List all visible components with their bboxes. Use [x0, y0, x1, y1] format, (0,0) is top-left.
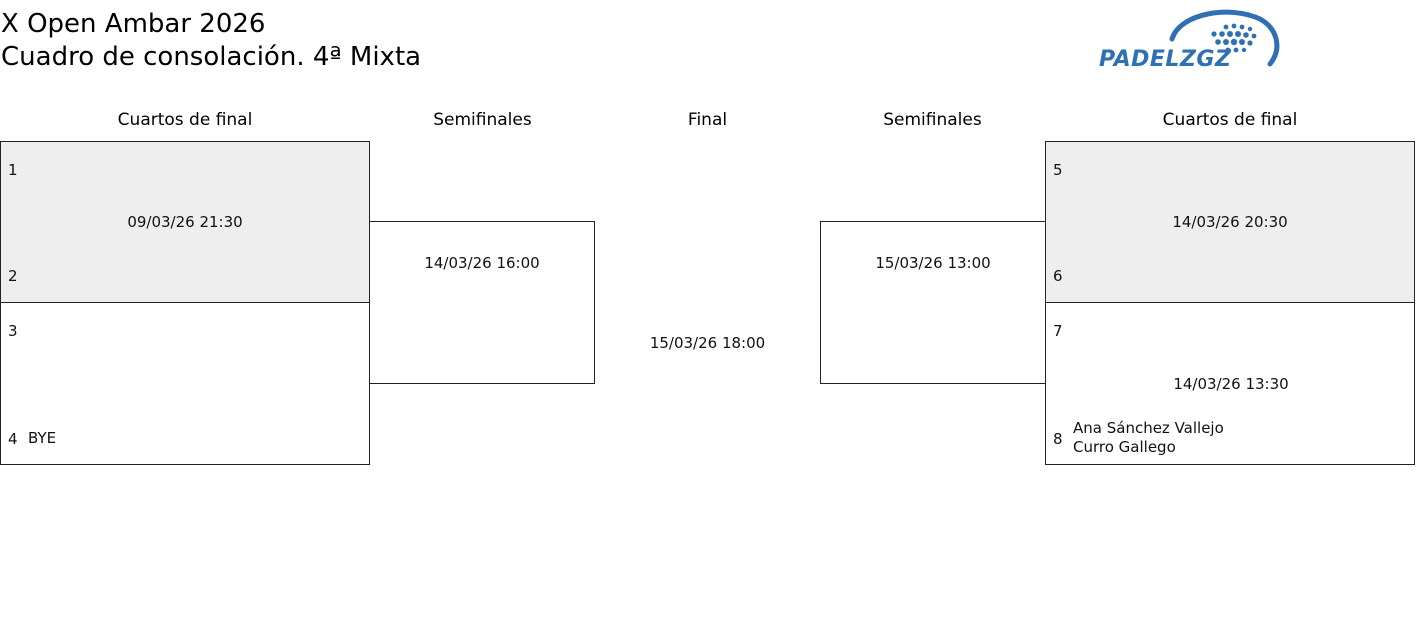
match-qf1[interactable]: 1 09/03/26 21:30 2	[0, 141, 370, 303]
tournament-title: X Open Ambar 2026	[1, 9, 266, 39]
team-player-2: Curro Gallego	[1073, 438, 1176, 456]
seed-number: 6	[1053, 267, 1063, 285]
seed-number: 8	[1053, 430, 1063, 448]
match-date: 14/03/26 20:30	[1172, 213, 1288, 231]
final-match-date: 15/03/26 18:00	[649, 334, 766, 352]
round-label-final: Final	[687, 110, 728, 130]
seed-number: 3	[8, 322, 18, 340]
seed-number: 7	[1053, 322, 1063, 340]
seed-number: 2	[8, 267, 18, 285]
match-date: 14/03/26 16:00	[424, 254, 540, 272]
round-label-right-semifinals: Semifinales	[883, 110, 982, 130]
round-label-left-quarterfinals: Cuartos de final	[117, 110, 253, 130]
draw-subtitle: Cuadro de consolación. 4ª Mixta	[1, 42, 422, 72]
team-player-1: Ana Sánchez Vallejo	[1073, 419, 1224, 437]
seed-number: 4	[8, 430, 18, 448]
match-qf3[interactable]: 5 14/03/26 20:30 6	[1045, 141, 1415, 303]
team-bye: BYE	[28, 429, 57, 447]
bracket-page: X Open Ambar 2026 Cuadro de consolación.…	[0, 9, 1415, 465]
match-qf4[interactable]: 7 14/03/26 13:30 8 Ana Sánchez Vallejo C…	[1045, 302, 1415, 465]
match-sf1[interactable]: 14/03/26 16:00	[369, 221, 595, 384]
match-date: 14/03/26 13:30	[1173, 375, 1289, 393]
round-label-right-quarterfinals: Cuartos de final	[1162, 110, 1298, 130]
logo-wordmark: PADELZGZ	[1099, 47, 1232, 72]
seed-number: 5	[1053, 161, 1063, 179]
round-label-left-semifinals: Semifinales	[433, 110, 532, 130]
match-date: 15/03/26 13:00	[875, 254, 991, 272]
seed-number: 1	[8, 161, 18, 179]
match-date: 09/03/26 21:30	[127, 213, 243, 231]
match-qf2[interactable]: 3 4 BYE	[0, 302, 370, 465]
padelzgz-logo: PADELZGZ	[1098, 9, 1280, 73]
match-sf2[interactable]: 15/03/26 13:00	[820, 221, 1046, 384]
logo-ball-icon	[1169, 9, 1280, 67]
